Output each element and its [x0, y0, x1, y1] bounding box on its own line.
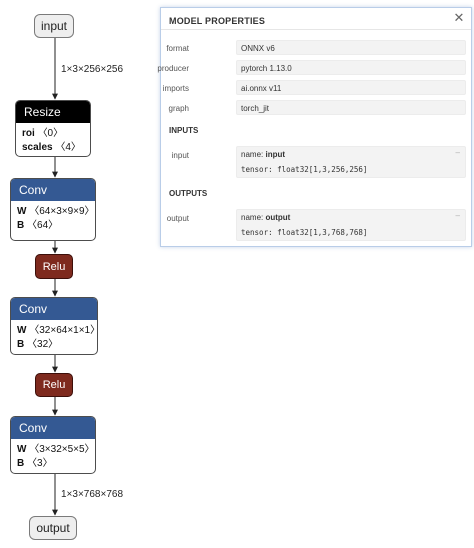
relu1-node[interactable]: Relu — [35, 254, 73, 279]
input-arg-name: name: input — [241, 150, 286, 159]
prop-value-producer: pytorch 1.13.0 — [236, 60, 466, 75]
resize-node-title: Resize — [16, 101, 90, 123]
conv2-attr-b: B 〈32〉 — [17, 339, 59, 350]
prop-value-graph: torch_jit — [236, 100, 466, 115]
close-icon[interactable]: ✕ — [453, 10, 465, 25]
relu1-label: Relu — [42, 260, 66, 273]
relu2-label: Relu — [42, 379, 66, 391]
conv3-attr-b: B 〈3〉 — [17, 458, 53, 469]
panel-title: MODEL PROPERTIES — [169, 16, 266, 26]
resize-attr-roi: roi 〈0〉 — [22, 128, 64, 139]
output-node-label: output — [36, 521, 70, 535]
conv1-attr-b: B 〈64〉 — [17, 220, 59, 231]
input-node[interactable]: input — [34, 14, 74, 38]
prop-label-producer: producer — [157, 64, 189, 73]
prop-label-format: format — [166, 44, 189, 53]
output-node[interactable]: output — [29, 516, 77, 540]
edge-label-input: 1×3×256×256 — [61, 64, 124, 75]
input-expand-icon[interactable]: – — [455, 148, 460, 157]
conv1-attr-w: W 〈64×3×9×9〉 — [17, 206, 95, 217]
input-arg-tensor: tensor: float32[1,3,256,256] — [241, 165, 368, 174]
model-properties-panel: MODEL PROPERTIES ✕ format ONNX v6 produc… — [157, 7, 472, 247]
output-arg-label: output — [166, 214, 189, 223]
inputs-section-header: INPUTS — [169, 126, 199, 135]
prop-label-graph: graph — [168, 104, 189, 113]
input-arg-label: input — [171, 151, 189, 160]
prop-value-format: ONNX v6 — [236, 40, 466, 55]
output-arg-box[interactable]: name: output tensor: float32[1,3,768,768… — [236, 209, 466, 241]
input-arg-box[interactable]: name: input tensor: float32[1,3,256,256]… — [236, 146, 466, 178]
outputs-section-header: OUTPUTS — [169, 189, 208, 198]
resize-attr-scales: scales 〈4〉 — [22, 142, 81, 153]
edge-label-output: 1×3×768×768 — [61, 489, 124, 500]
conv3-attr-w: W 〈3×32×5×5〉 — [17, 444, 95, 455]
conv2-node-title: Conv — [11, 298, 97, 320]
conv1-node-title: Conv — [11, 179, 95, 201]
prop-label-imports: imports — [162, 84, 189, 93]
conv1-node[interactable]: Conv W 〈64×3×9×9〉 B 〈64〉 — [10, 178, 96, 241]
output-expand-icon[interactable]: – — [455, 211, 460, 220]
conv2-attr-w: W 〈32×64×1×1〉 — [17, 325, 98, 336]
panel-header — [161, 8, 471, 30]
input-node-label: input — [40, 19, 68, 33]
relu2-node[interactable]: Relu — [35, 373, 73, 397]
prop-value-imports: ai.onnx v11 — [236, 80, 466, 95]
conv2-node[interactable]: Conv W 〈32×64×1×1〉 B 〈32〉 — [10, 297, 98, 355]
output-arg-name: name: output — [241, 213, 291, 222]
conv3-node[interactable]: Conv W 〈3×32×5×5〉 B 〈3〉 — [10, 416, 96, 474]
resize-node[interactable]: Resize roi 〈0〉 scales 〈4〉 — [15, 100, 91, 157]
output-arg-tensor: tensor: float32[1,3,768,768] — [241, 228, 368, 237]
conv3-node-title: Conv — [11, 417, 95, 439]
